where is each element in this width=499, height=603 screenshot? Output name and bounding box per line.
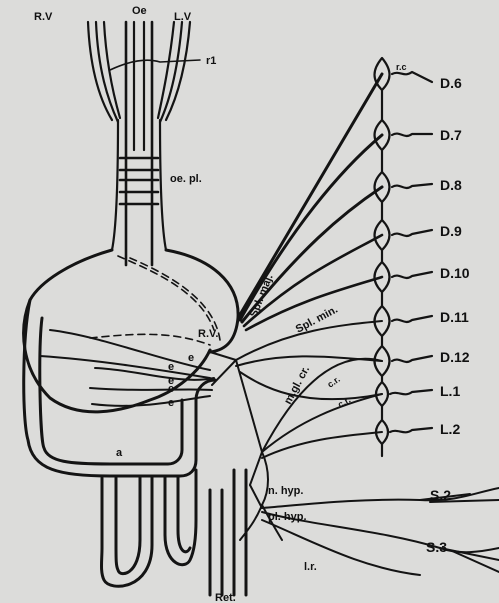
label-sacral-s2: S.2 — [430, 487, 451, 503]
label-stomach-e4: e — [168, 383, 174, 395]
label-right-vagus: R.V — [34, 11, 53, 23]
label-rc: r.c — [396, 62, 407, 72]
label-lr: l.r. — [304, 561, 317, 573]
label-segment-d12: D.12 — [440, 349, 470, 365]
label-segment-l1: L.1 — [440, 383, 460, 399]
label-stomach-e3: e — [168, 361, 174, 373]
label-segment-d6: D.6 — [440, 75, 462, 91]
label-cr-upper: c.r. — [325, 374, 341, 390]
label-segment-d7: D.7 — [440, 127, 462, 143]
intestine — [24, 300, 246, 595]
label-segment-l2: L.2 — [440, 421, 460, 437]
label-segment-d8: D.8 — [440, 177, 462, 193]
sympathetic-chain — [375, 58, 433, 456]
label-oesophageal-plexus: oe. pl. — [170, 173, 202, 185]
label-rv-coeliac: R.V. — [198, 328, 218, 340]
label-segment-d9: D.9 — [440, 223, 462, 239]
label-oesophagus: Oe — [132, 5, 147, 17]
oesophagus-and-vagi — [88, 22, 200, 265]
label-stomach-e1: e — [188, 352, 194, 364]
splanchnic-nerves — [40, 74, 382, 485]
label-intestine-a: a — [116, 447, 123, 459]
label-n-hyp: n. hyp. — [268, 485, 303, 497]
label-stomach-e5: e — [168, 397, 174, 409]
label-r1: r1 — [206, 55, 216, 67]
label-rectum: Ret. — [215, 592, 236, 603]
label-segment-d10: D.10 — [440, 265, 470, 281]
label-pl-hyp: pl. hyp. — [268, 511, 307, 523]
label-segment-d11: D.11 — [440, 309, 469, 325]
label-left-vagus: L.V — [174, 11, 192, 23]
label-sacral-s3: S.3 — [426, 539, 447, 555]
